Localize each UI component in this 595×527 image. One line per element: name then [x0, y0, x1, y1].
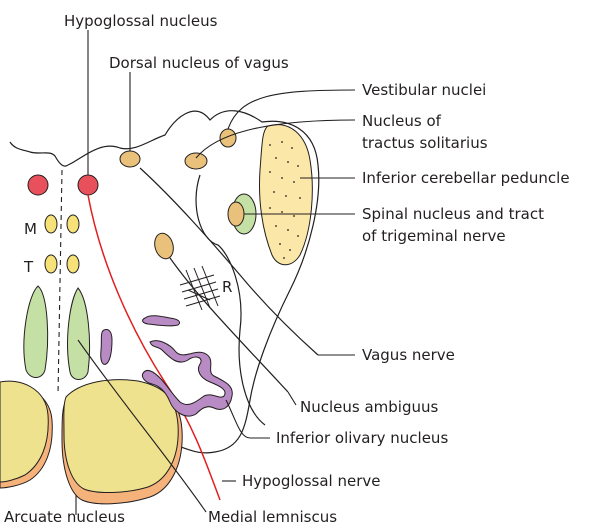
inferior-cerebellar-peduncle-shape: [260, 125, 313, 265]
pyramid-right: [64, 380, 178, 493]
label-arcuate-nucleus: Arcuate nucleus: [4, 508, 125, 526]
label-spinal-trigeminal-2: of trigeminal nerve: [362, 227, 506, 245]
label-nucleus-of-tractus-solitarius-1: Nucleus of: [362, 112, 442, 130]
leader-inferior-olivary-nucleus: [226, 400, 270, 438]
label-hypoglossal-nerve: Hypoglossal nerve: [242, 472, 381, 490]
medial-lemniscus-left: [24, 286, 48, 378]
label-dorsal-nucleus-of-vagus: Dorsal nucleus of vagus: [109, 54, 289, 72]
tectospinal-oval-1: [45, 255, 57, 273]
medial-longitudinal-fasciculus-oval-2: [67, 215, 79, 233]
label-hypoglossal-nucleus: Hypoglossal nucleus: [64, 12, 218, 30]
reticular-formation-hatch: [180, 266, 220, 310]
label-inferior-olivary-nucleus: Inferior olivary nucleus: [276, 429, 448, 447]
medulla-outline-left: [10, 142, 68, 166]
accessory-olive-medial: [101, 329, 112, 364]
hypoglossal-nucleus-left: [28, 175, 48, 195]
nucleus-ambiguus-shape: [152, 231, 176, 261]
marker-m: M: [24, 220, 37, 238]
dorsal-nucleus-of-vagus-shape: [120, 151, 140, 167]
hypoglossal-nucleus-right: [78, 175, 98, 195]
label-spinal-trigeminal-1: Spinal nucleus and tract: [362, 205, 544, 223]
label-inferior-cerebellar-peduncle: Inferior cerebellar peduncle: [362, 169, 570, 187]
nucleus-of-tractus-solitarius-shape: [185, 153, 207, 169]
tectospinal-oval-2: [67, 255, 79, 273]
label-medial-lemniscus: Medial lemniscus: [208, 508, 337, 526]
leader-nucleus-ambiguus: [288, 392, 296, 405]
marker-r: R: [222, 278, 232, 296]
label-nucleus-ambiguus: Nucleus ambiguus: [300, 398, 438, 416]
marker-t: T: [23, 258, 34, 276]
medial-longitudinal-fasciculus-oval-1: [45, 215, 57, 233]
vestibular-nucleus-shape: [220, 129, 236, 147]
label-vestibular-nuclei: Vestibular nuclei: [362, 81, 486, 99]
spinal-trigeminal-nucleus-shape: [228, 202, 244, 226]
midline-dashed: [58, 170, 62, 395]
label-nucleus-of-tractus-solitarius-2: tractus solitarius: [362, 134, 488, 152]
accessory-olive-dorsal: [143, 316, 180, 326]
medial-lemniscus-right: [68, 288, 90, 380]
label-vagus-nerve: Vagus nerve: [362, 346, 455, 364]
